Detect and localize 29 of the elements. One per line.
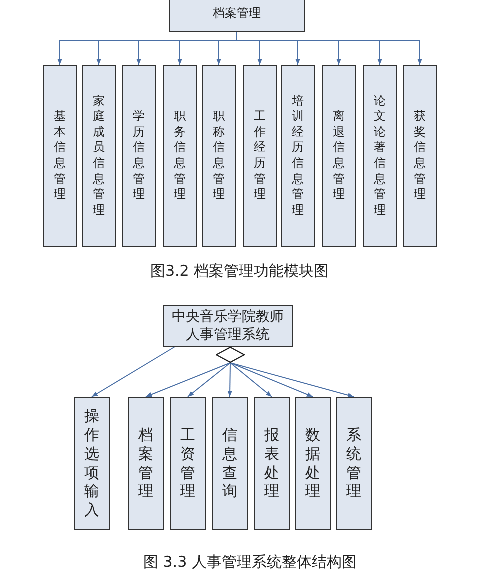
module-box: 报表处理 [254,397,290,530]
module-box: 论文论著信息管理 [363,65,397,247]
module-box: 基本信息管理 [43,65,77,247]
module-box: 工资管理 [170,397,206,530]
module-box: 职务信息管理 [163,65,197,247]
module-box: 档案管理 [128,397,164,530]
system-box: 档案管理 [169,0,305,32]
module-box: 学历信息管理 [122,65,156,247]
arrow [230,362,272,398]
module-box: 信息查询 [212,397,248,530]
module-box: 系统管理 [336,397,372,530]
figure-caption: 图3.2 档案管理功能模块图 [150,262,330,281]
module-box: 职称信息管理 [202,65,236,247]
arrow [230,362,354,398]
arrow [188,362,231,398]
arrow [228,362,232,398]
module-box: 离退信息管理 [322,65,356,247]
system-box: 中央音乐学院教师人事管理系统 [163,305,293,347]
module-box: 数据处理 [295,397,331,530]
module-box: 工作经历管理 [243,65,277,247]
arrow [92,346,176,398]
arrow [230,362,314,398]
module-box: 操作选项输入 [74,397,110,530]
module-box: 家庭成员信息管理 [82,65,116,247]
module-box: 培训经历信息管理 [281,65,315,247]
figure-caption: 图 3.3 人事管理系统整体结构图 [144,553,357,572]
arrow [236,32,422,66]
arrow [146,362,231,398]
module-box: 获奖信息管理 [403,65,437,247]
